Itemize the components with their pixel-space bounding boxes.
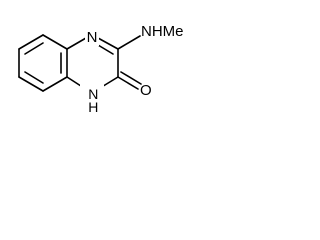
double-bond-inner bbox=[24, 71, 44, 84]
atom-labels: N NH NHMe O bbox=[80, 23, 184, 112]
atom-n-top: N bbox=[87, 29, 98, 46]
bond bbox=[18, 76, 44, 92]
benzene-ring bbox=[18, 34, 68, 92]
atom-carbonyl-o: O bbox=[140, 82, 152, 99]
molecule-drawing: N NH NHMe O bbox=[18, 23, 184, 112]
bond bbox=[42, 76, 68, 92]
atom-nh-bottom: NH bbox=[85, 86, 101, 112]
atom-amine: NHMe bbox=[141, 23, 184, 40]
bond bbox=[66, 37, 87, 50]
double-bond-inner bbox=[97, 44, 114, 55]
bond bbox=[42, 34, 68, 50]
bond bbox=[97, 37, 119, 50]
label-mask bbox=[85, 30, 99, 46]
label-mask bbox=[80, 84, 104, 110]
bond bbox=[18, 34, 44, 50]
structure-diagram: N NH NHMe O bbox=[0, 0, 241, 141]
carbonyl-bond bbox=[120, 71, 142, 85]
carbonyl-bond bbox=[117, 76, 139, 90]
double-bond-inner bbox=[24, 42, 44, 55]
bond-to-amine bbox=[117, 35, 141, 50]
